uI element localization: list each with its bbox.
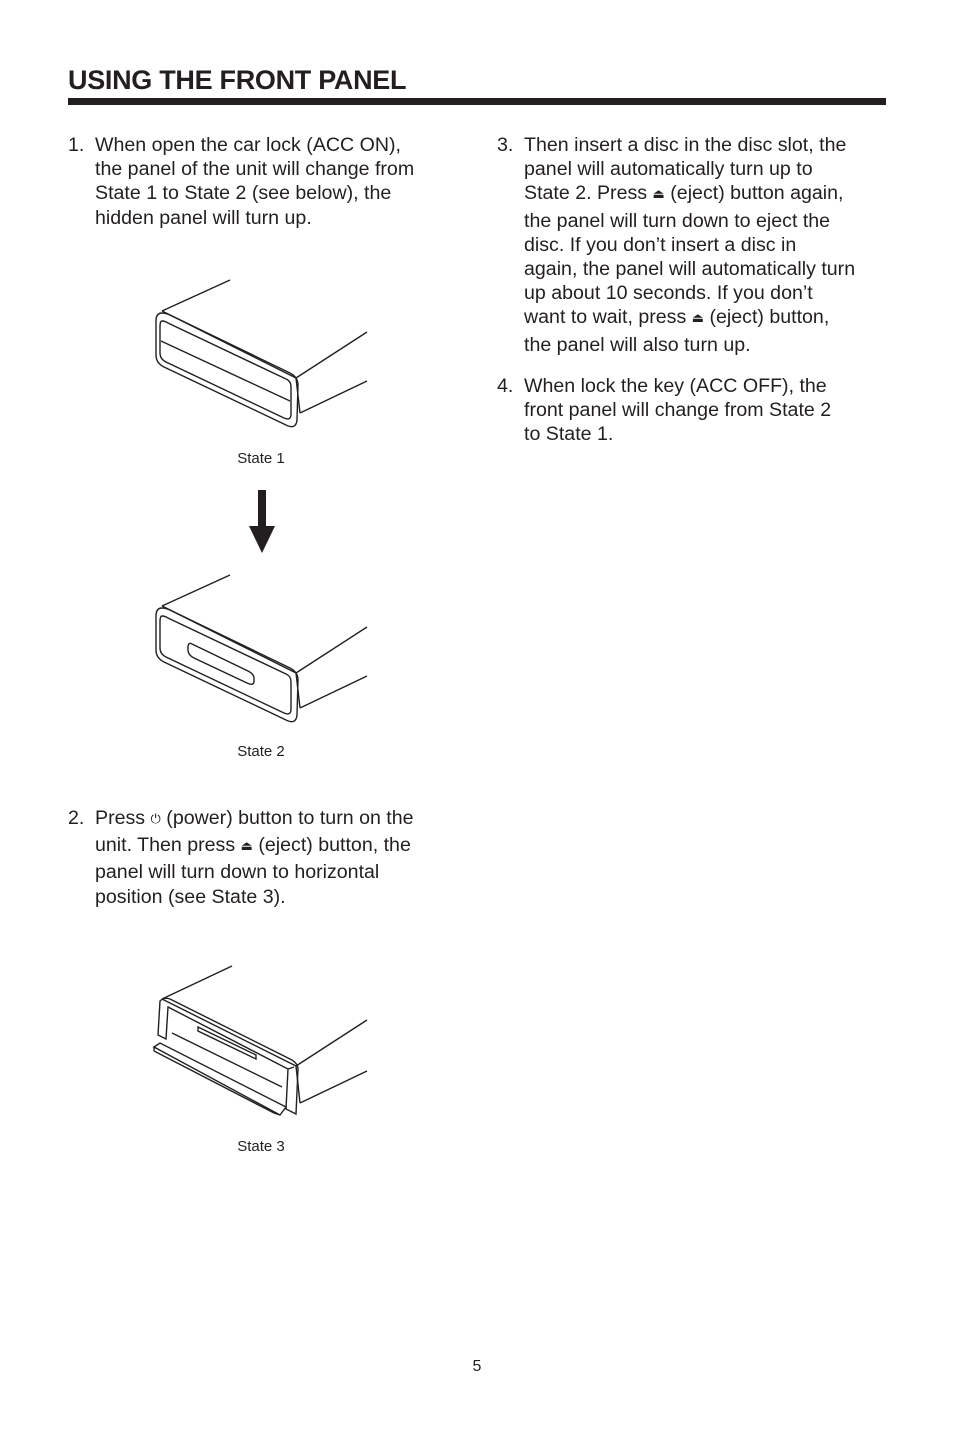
step-number: 1. (68, 134, 85, 156)
step-1: 1. When open the car lock (ACC ON), the … (68, 133, 468, 230)
step-2-line: Press ⏻ (power) button to turn on the (95, 806, 468, 833)
step-3-text: want to wait, press (524, 306, 687, 329)
step-3-line: want to wait, press ⏏ (eject) button, (524, 305, 897, 332)
state-1-caption: State 1 (237, 450, 285, 467)
step-3-text: (eject) button again, (670, 182, 844, 205)
state-3-caption: State 3 (237, 1138, 285, 1155)
state-2-unit-illustration (150, 570, 375, 730)
step-1-line: hidden panel will turn up. (95, 206, 312, 229)
step-2-line: position (see State 3). (95, 885, 286, 908)
step-3-line: Then insert a disc in the disc slot, the (524, 134, 847, 156)
eject-icon: ⏏ (652, 187, 665, 203)
step-3-line: disc. If you don’t insert a disc in (524, 233, 797, 256)
step-1-line: When open the car lock (ACC ON), (95, 134, 401, 156)
step-2-line: unit. Then press ⏏ (eject) button, the (95, 833, 468, 860)
step-4-line: front panel will change from State 2 (524, 399, 832, 422)
title-rule (68, 98, 886, 105)
step-2: 2. Press ⏻ (power) button to turn on the… (68, 806, 468, 909)
step-3-line: the panel will also turn up. (524, 333, 751, 356)
eject-icon: ⏏ (240, 839, 253, 855)
step-2-text: Press (95, 807, 146, 829)
step-3: 3. Then insert a disc in the disc slot, … (497, 133, 897, 357)
step-3-line: up about 10 seconds. If you don’t (524, 282, 813, 305)
step-3-text: State 2. Press (524, 182, 648, 205)
state-1-unit-illustration (150, 275, 375, 435)
arrow-down-icon (249, 490, 275, 553)
step-2-text: (eject) button, the (258, 834, 411, 857)
step-3-line: panel will automatically turn up to (524, 158, 813, 181)
state-3-unit-illustration (150, 963, 375, 1123)
eject-icon: ⏏ (691, 311, 705, 327)
step-4-line: to State 1. (524, 423, 614, 446)
step-2-text: (power) button to turn on the (166, 807, 414, 829)
step-3-line: again, the panel will automatically turn (524, 258, 856, 281)
page-number: 5 (472, 1358, 482, 1375)
step-4: 4. When lock the key (ACC OFF), the fron… (497, 374, 897, 447)
step-3-line: the panel will turn down to eject the (524, 209, 831, 232)
step-2-text: unit. Then press (95, 834, 236, 857)
step-number: 4. (497, 375, 514, 397)
step-3-line: State 2. Press ⏏ (eject) button again, (524, 181, 897, 208)
power-icon: ⏻ (150, 812, 161, 827)
step-4-line: When lock the key (ACC OFF), the (524, 375, 827, 397)
step-number: 2. (68, 807, 85, 829)
step-2-line: panel will turn down to horizontal (95, 861, 380, 884)
page-title: USING THE FRONT PANEL (68, 65, 407, 95)
state-2-caption: State 2 (237, 743, 285, 760)
step-3-text: (eject) button, (709, 306, 830, 329)
step-1-line: the panel of the unit will change from (95, 158, 415, 181)
step-number: 3. (497, 134, 514, 156)
step-1-line: State 1 to State 2 (see below), the (95, 182, 392, 205)
